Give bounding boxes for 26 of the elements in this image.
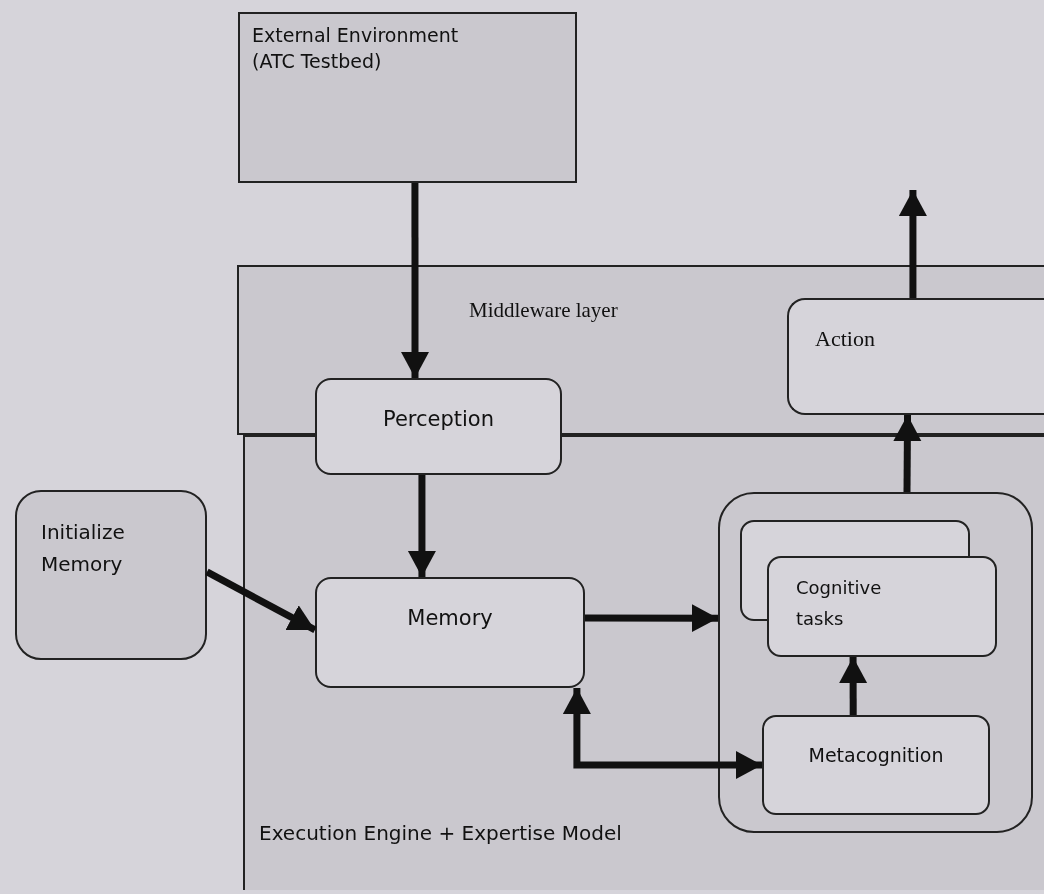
process-box bbox=[787, 298, 1044, 415]
group-box bbox=[718, 492, 1033, 833]
layer-band bbox=[237, 265, 1044, 435]
arrow bbox=[401, 183, 429, 378]
node-label: Metacognition bbox=[807, 743, 945, 768]
stacked-cards bbox=[740, 520, 997, 657]
node-label: Execution Engine + Expertise Model bbox=[259, 820, 622, 847]
arrow bbox=[407, 475, 436, 577]
arrow bbox=[562, 688, 762, 779]
arrow bbox=[839, 657, 868, 715]
node-label: Middleware layer bbox=[469, 297, 618, 324]
node-label: Initialize Memory bbox=[40, 519, 126, 578]
node-label: Cognitive tasks bbox=[796, 576, 883, 631]
node-label: External Environment (ATC Testbed) bbox=[251, 23, 460, 75]
process-box bbox=[315, 378, 562, 475]
process-box bbox=[315, 577, 585, 688]
layer-band bbox=[243, 435, 1044, 890]
arrow bbox=[585, 604, 718, 633]
process-box bbox=[15, 490, 207, 660]
arrow bbox=[893, 414, 922, 493]
node-label: Action bbox=[815, 325, 875, 353]
node-label: Perception bbox=[382, 406, 495, 433]
node-label: Memory bbox=[406, 605, 494, 632]
arrow bbox=[205, 568, 317, 634]
process-box bbox=[762, 715, 990, 815]
environment-box bbox=[238, 12, 577, 183]
